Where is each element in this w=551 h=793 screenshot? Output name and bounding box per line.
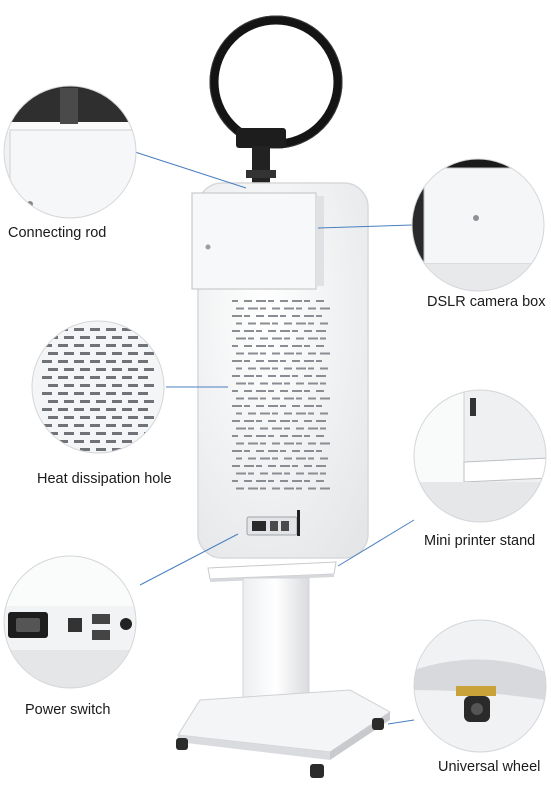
label-connecting-rod: Connecting rod — [8, 225, 107, 241]
ring-light — [209, 15, 343, 149]
detail-heat-dissipation — [31, 320, 165, 454]
photo-booth — [176, 15, 391, 778]
label-power-switch: Power switch — [25, 702, 111, 718]
ring-light-mount — [236, 128, 286, 148]
booth-pole — [242, 577, 310, 699]
dslr-camera-box — [191, 192, 317, 290]
label-heat-dissipation-hole: Heat dissipation hole — [37, 471, 172, 487]
heat-vents — [232, 300, 330, 490]
label-mini-printer-stand: Mini printer stand — [424, 533, 536, 549]
booth-wheels — [176, 718, 384, 778]
detail-connecting-rod — [3, 85, 137, 219]
label-dslr-camera-box: DSLR camera box — [427, 294, 546, 310]
detail-dslr-camera-box — [411, 158, 545, 292]
detail-universal-wheel — [413, 619, 547, 753]
label-universal-wheel: Universal wheel — [438, 759, 541, 775]
detail-power-switch — [3, 555, 137, 689]
leader-lines — [134, 151, 415, 725]
detail-printer-stand — [413, 389, 547, 523]
